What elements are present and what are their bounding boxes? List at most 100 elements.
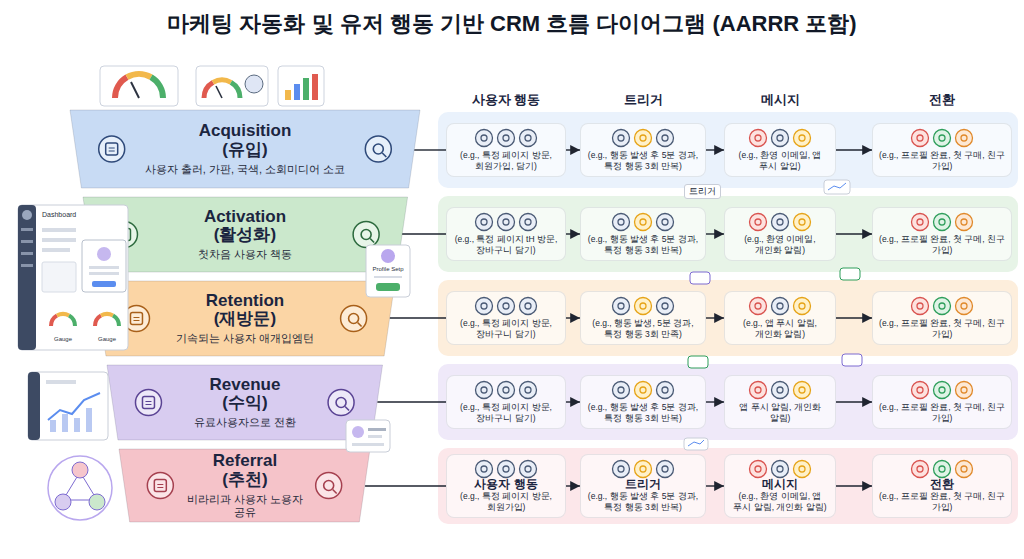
icon-ring	[520, 130, 537, 147]
gauge-card	[196, 66, 268, 106]
icon-glyph	[777, 303, 783, 309]
step-icons	[909, 380, 975, 400]
step-icon	[750, 130, 767, 147]
icon-glyph	[662, 387, 668, 393]
step-icon	[635, 461, 652, 478]
icon-ring	[498, 298, 515, 315]
gauge-arc	[51, 316, 57, 326]
step-icons	[610, 459, 676, 479]
step-icon	[613, 382, 630, 399]
icon-ring	[365, 136, 391, 162]
step-icon	[912, 461, 929, 478]
icon-ring	[934, 382, 951, 399]
step-icons	[610, 212, 676, 232]
icon-glyph	[917, 219, 923, 225]
icon-glyph	[481, 219, 487, 225]
stage-icon	[111, 222, 137, 248]
icon-ring	[476, 130, 493, 147]
icon-glyph	[121, 236, 127, 237]
icon-glyph	[755, 219, 761, 225]
profile-avatar	[381, 249, 395, 263]
flow-arrow	[836, 401, 872, 402]
step-icons	[747, 128, 813, 148]
step-icon	[956, 461, 973, 478]
step-example: (e.g., 행동 발생 후 5분 경과, 특정 행동 3회 반복)	[586, 234, 700, 254]
step-icon	[772, 382, 789, 399]
row-panel	[438, 112, 1018, 188]
icon-ring	[956, 130, 973, 147]
step-icon	[772, 214, 789, 231]
step-icon	[635, 382, 652, 399]
icon-ring	[912, 298, 929, 315]
step-example: (e.g., 특정 페이지 방문, 장바구니 담기)	[452, 402, 560, 422]
stage-side-icon	[328, 390, 354, 416]
flow-step-box: (e.g., 환영 이메일, 개인화 알림)	[724, 207, 836, 260]
flow-arrow	[706, 233, 724, 234]
flow-step-box: (e.g., 특정 페이지 tH 방문, 장바구니 담기)	[446, 207, 566, 260]
gauge-arc	[69, 316, 75, 326]
icon-glyph	[939, 466, 945, 472]
step-icon	[934, 214, 951, 231]
stage-heading: Revenue (수익)	[210, 376, 281, 413]
step-icon	[635, 214, 652, 231]
content-line	[42, 248, 70, 252]
icon-glyph	[525, 303, 531, 309]
icon-ring	[520, 214, 537, 231]
flow-arrow	[706, 317, 724, 318]
gauge-card	[100, 66, 178, 106]
flow-step-box: (e.g., 프로필 완료, 첫 구메, 친구 가입)	[872, 207, 1012, 260]
dashboard-frame	[28, 372, 108, 440]
icon-ring	[794, 298, 811, 315]
step-icon	[476, 130, 493, 147]
icon-ring	[111, 222, 137, 248]
chart-bar	[62, 414, 68, 432]
stage-icon	[123, 306, 149, 332]
column-header: 사용자 행동	[472, 91, 541, 109]
step-example: (e.g., 특정 페이지 tH 방문, 장바구니 담기)	[452, 234, 560, 254]
step-icon	[613, 461, 630, 478]
funnel-band	[95, 281, 395, 356]
step-icon	[772, 461, 789, 478]
step-icon	[912, 298, 929, 315]
icon-glyph	[662, 466, 668, 472]
step-icon	[956, 298, 973, 315]
icon-ring	[657, 130, 674, 147]
step-icon	[498, 461, 515, 478]
icon-glyph	[939, 219, 945, 225]
icon-glyph	[777, 466, 783, 472]
icon-ring	[476, 298, 493, 315]
icon-glyph	[373, 144, 383, 154]
floating-icons	[684, 180, 862, 450]
step-icons	[610, 380, 676, 400]
icon-glyph	[777, 387, 783, 393]
icon-glyph	[961, 135, 967, 141]
stage-heading: Referral (추천)	[213, 452, 277, 489]
flow-step-box: 앱 푸시 알림, 개인화 알림)	[724, 375, 836, 428]
stage-icon	[99, 136, 125, 162]
icon-ring	[498, 382, 515, 399]
icon-ring	[956, 461, 973, 478]
icon-ring	[956, 382, 973, 399]
flow-step-box: (e.g., 행동 발생 후 5분 경과, 특정 행동 3회 반복)	[580, 375, 706, 428]
step-icons	[747, 380, 813, 400]
step-icon	[772, 298, 789, 315]
step-icon	[657, 214, 674, 231]
flow-arrow	[566, 149, 580, 150]
icon-ring	[794, 461, 811, 478]
step-icon	[934, 130, 951, 147]
icon-ring	[750, 382, 767, 399]
icon-ring	[635, 461, 652, 478]
icon-glyph	[349, 314, 359, 324]
step-icon	[520, 382, 537, 399]
stage-description: 기속되는 사용자 애개입엠턴	[176, 332, 314, 345]
icon-glyph	[618, 219, 624, 225]
icon-glyph	[118, 229, 130, 241]
step-icon	[750, 298, 767, 315]
stage-description: 첫차음 사용자 책동	[198, 248, 292, 261]
gauge-arc	[113, 316, 119, 326]
icon-glyph	[525, 135, 531, 141]
icon-glyph	[336, 398, 346, 408]
icon-ring	[148, 473, 174, 499]
step-example: (e.g., 프로필 완료, 첫 구매, 친구 가입)	[878, 491, 1006, 511]
sidebar-item	[21, 252, 33, 255]
